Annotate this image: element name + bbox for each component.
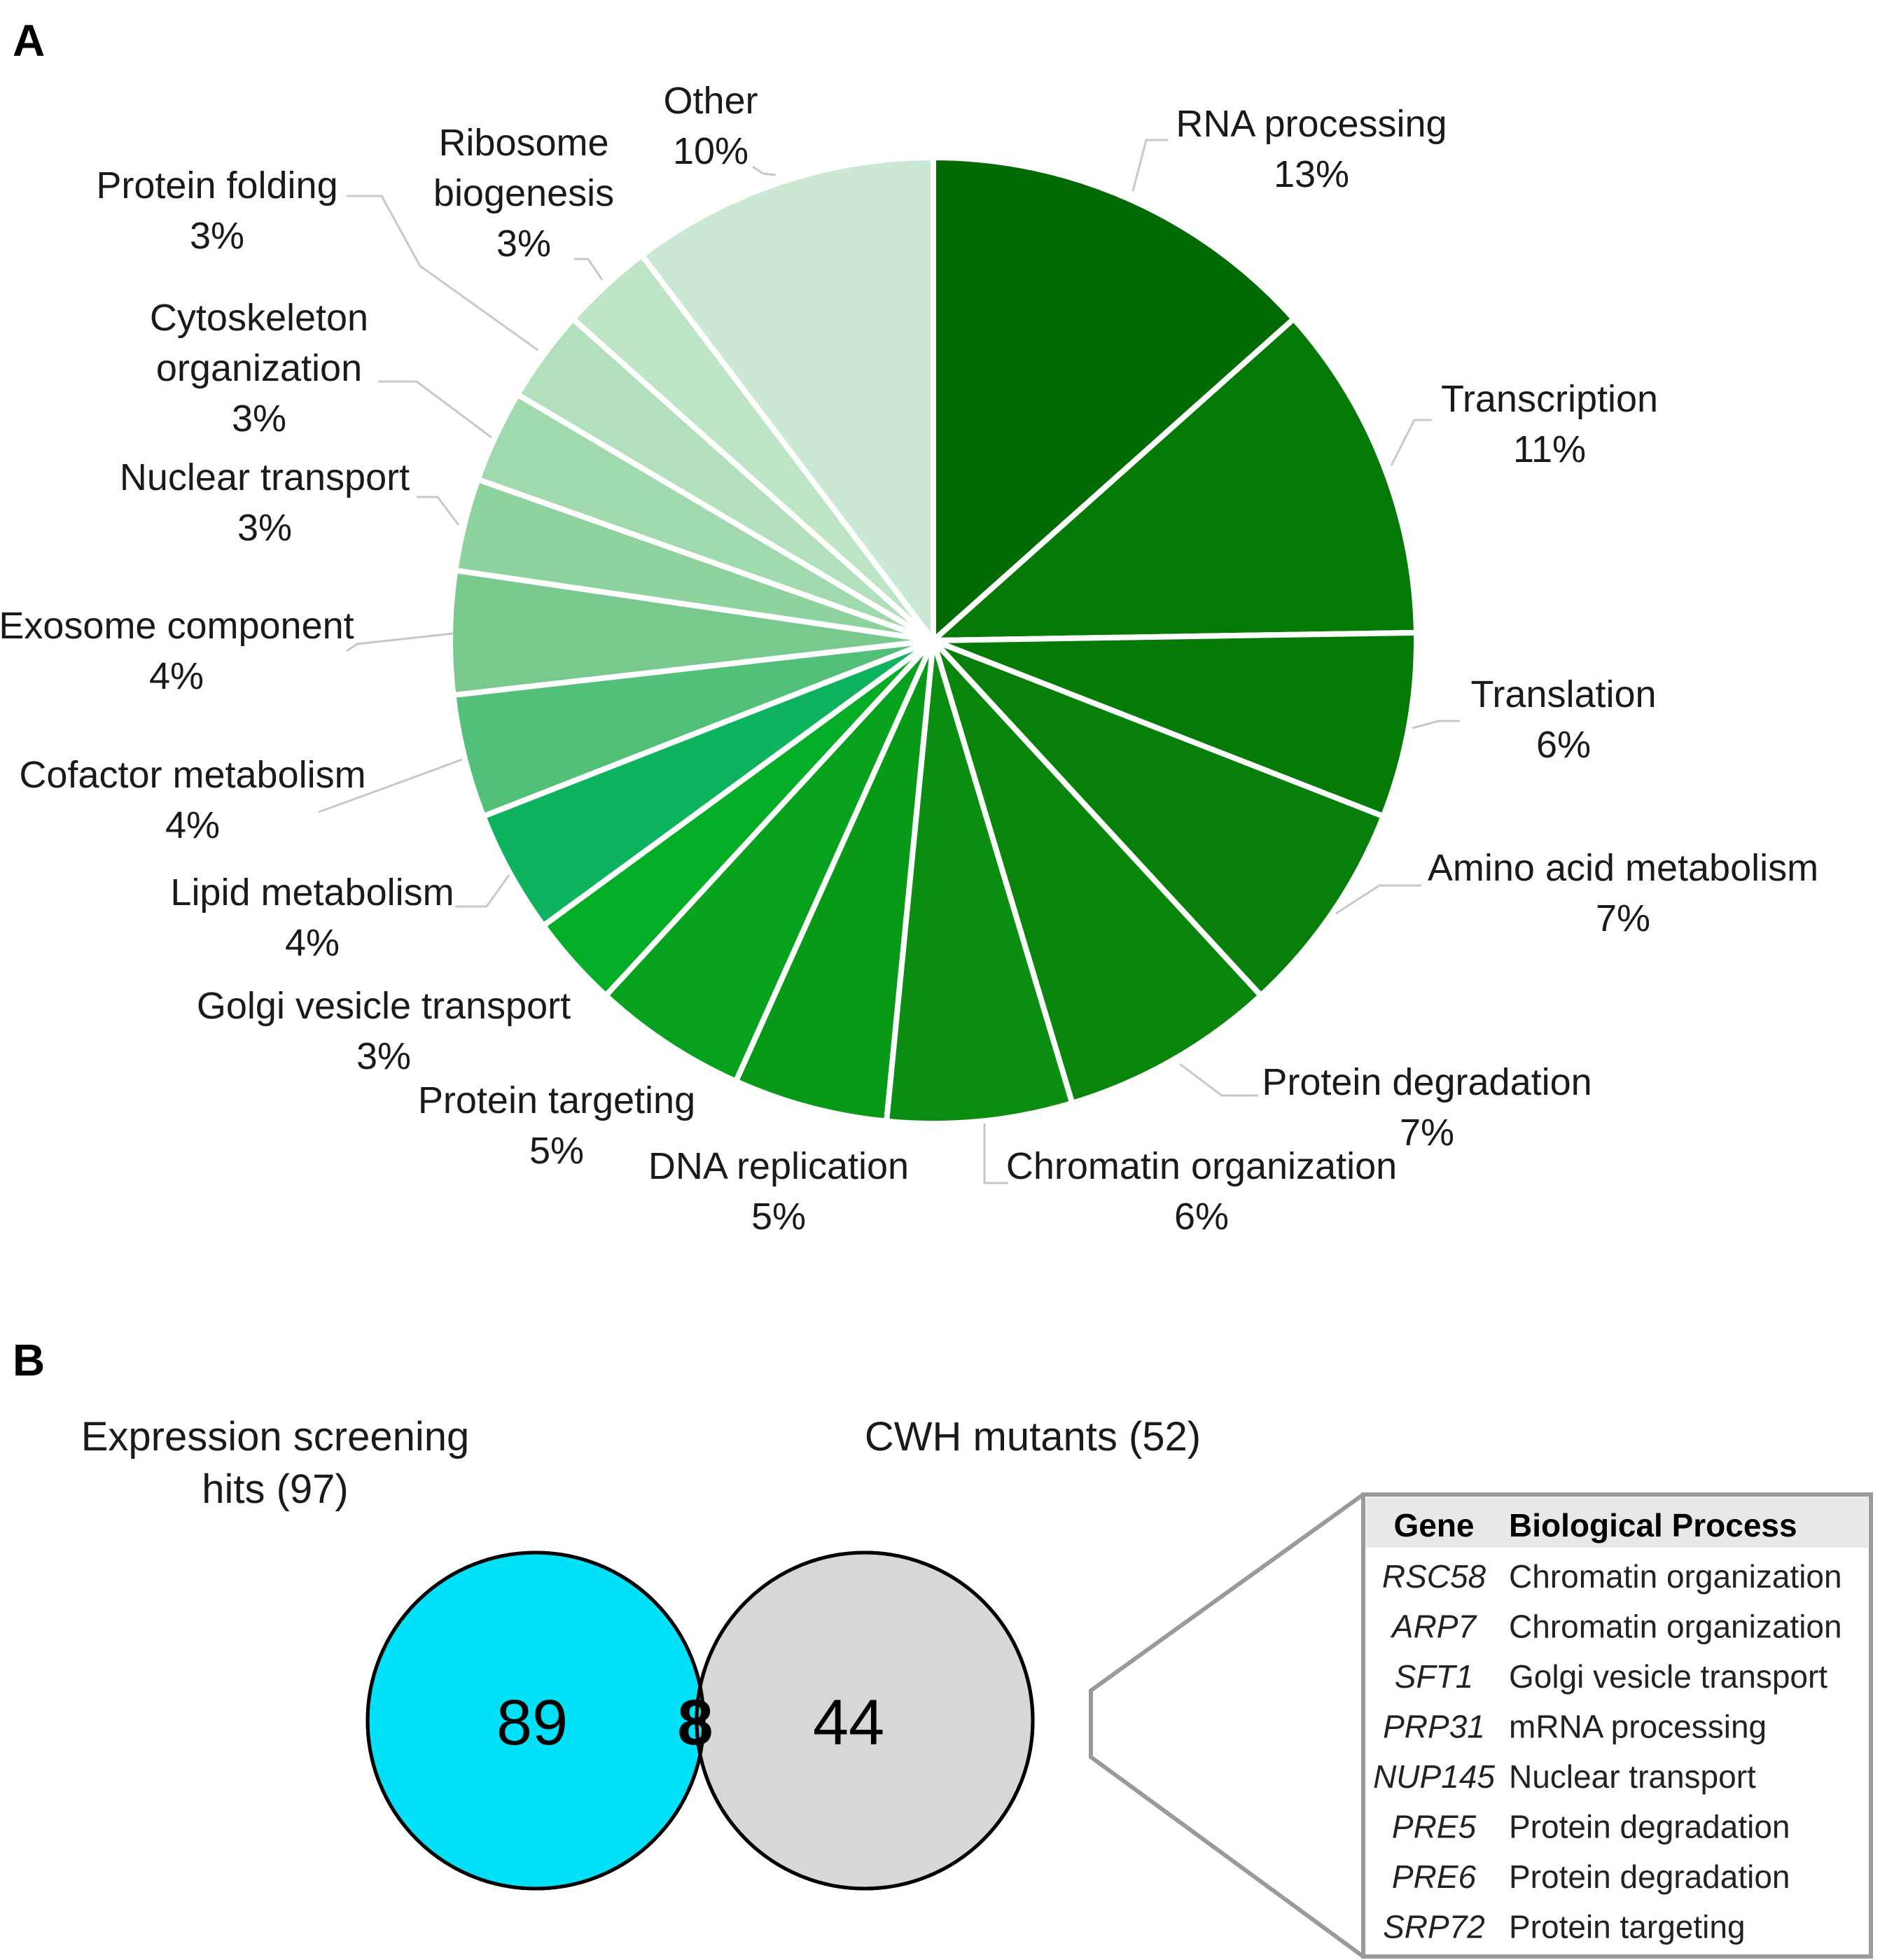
pie-slice-amino-acid-metabolism xyxy=(931,638,1386,999)
slice-label-amino-acid-metabolism: Amino acid metabolism xyxy=(1428,847,1818,889)
table-header-background xyxy=(1366,1497,1868,1548)
slice-pct-amino-acid-metabolism: 7% xyxy=(1596,897,1650,939)
slice-pct-lipid-metabolism: 4% xyxy=(285,922,340,964)
table-cell-gene: PRE5 xyxy=(1392,1809,1477,1845)
slice-pct-chromatin-organization: 6% xyxy=(1174,1196,1229,1238)
leader-line-amino-acid-metabolism xyxy=(1335,884,1421,915)
slice-label-lipid-metabolism: Lipid metabolism xyxy=(170,872,454,913)
slice-pct-protein-degradation: 7% xyxy=(1400,1112,1454,1154)
leader-line-transcription xyxy=(1390,419,1432,466)
table-cell-gene: SRP72 xyxy=(1383,1909,1485,1945)
leader-line-nuclear-transport xyxy=(417,496,460,526)
leader-line-rna-processing xyxy=(1131,139,1168,192)
slice-pct-protein-targeting: 5% xyxy=(529,1130,584,1172)
leader-line-cytoskeleton-organization xyxy=(378,380,492,439)
panel-b-label: B xyxy=(13,1335,45,1385)
slice-pct-cofactor-metabolism: 4% xyxy=(165,804,220,846)
slice-pct-exosome-component: 4% xyxy=(149,655,204,697)
table-header-process: Biological Process xyxy=(1509,1507,1797,1544)
slice-label-protein-degradation: Protein degradation xyxy=(1262,1061,1592,1103)
slice-pct-nuclear-transport: 3% xyxy=(237,507,292,549)
slice-pct-transcription: 11% xyxy=(1513,428,1586,470)
pie-slice-transcription xyxy=(931,316,1419,643)
pie-chart xyxy=(447,155,1419,1126)
pie-slice-protein-targeting xyxy=(603,638,936,1084)
slice-label-nuclear-transport: Nuclear transport xyxy=(120,456,410,498)
leader-line-other xyxy=(752,165,777,176)
venn-count-cwh-only: 44 xyxy=(813,1687,884,1758)
leader-line-ribosome-biogenesis xyxy=(574,258,604,281)
slice-label-protein-targeting: Protein targeting xyxy=(418,1079,695,1121)
table-cell-gene: PRE6 xyxy=(1392,1858,1477,1895)
slice-pct-cytoskeleton-organization: 3% xyxy=(232,398,286,440)
leader-line-cofactor-metabolism xyxy=(318,758,463,813)
table-cell-process: Chromatin organization xyxy=(1509,1558,1842,1595)
slice-label-cofactor-metabolism: Cofactor metabolism xyxy=(19,754,365,796)
table-cell-gene: RSC58 xyxy=(1382,1558,1486,1595)
table-cell-gene: SFT1 xyxy=(1395,1658,1473,1695)
table-cell-process: Protein degradation xyxy=(1509,1809,1790,1845)
slice-label-exosome-component: Exosome component xyxy=(0,605,354,647)
table-cell-process: mRNA processing xyxy=(1509,1709,1767,1745)
panel-a-label: A xyxy=(13,15,45,66)
venn-title-expression-hits: hits (97) xyxy=(202,1466,349,1512)
venn-title-cwh-mutants: CWH mutants (52) xyxy=(865,1414,1201,1460)
table-cell-process: Nuclear transport xyxy=(1509,1758,1756,1795)
leader-line-translation xyxy=(1412,720,1460,729)
venn-count-expression-only: 89 xyxy=(496,1687,568,1758)
slice-pct-protein-folding: 3% xyxy=(190,215,244,257)
table-cell-process: Golgi vesicle transport xyxy=(1509,1658,1827,1695)
slice-label-chromatin-organization: Chromatin organization xyxy=(1006,1145,1397,1187)
pie-slice-translation xyxy=(931,629,1419,820)
slice-label-translation: Translation xyxy=(1470,673,1656,715)
leader-line-chromatin-organization xyxy=(983,1124,1008,1184)
slice-pct-rna-processing: 13% xyxy=(1274,153,1349,195)
slice-label-dna-replication: DNA replication xyxy=(648,1145,909,1187)
table-cell-process: Protein degradation xyxy=(1509,1858,1790,1895)
leader-line-lipid-metabolism xyxy=(455,874,510,908)
slice-label-golgi-vesicle-transport: Golgi vesicle transport xyxy=(197,985,571,1027)
slice-pct-dna-replication: 5% xyxy=(751,1196,806,1238)
slice-label-ribosome-biogenesis: biogenesis xyxy=(433,172,614,214)
slice-pct-translation: 6% xyxy=(1536,724,1591,766)
table-frame xyxy=(1361,1492,1873,1959)
leader-line-exosome-component xyxy=(346,632,454,652)
slice-pct-other: 10% xyxy=(673,130,748,172)
leader-line-protein-folding xyxy=(347,195,538,351)
slice-pct-ribosome-biogenesis: 3% xyxy=(496,223,551,265)
table-cell-gene: NUP145 xyxy=(1373,1758,1495,1795)
slice-label-other: Other xyxy=(663,80,758,122)
slice-label-ribosome-biogenesis: Ribosome xyxy=(438,122,608,164)
pie-slice-protein-degradation xyxy=(931,638,1264,1106)
slice-label-transcription: Transcription xyxy=(1441,378,1658,420)
slice-label-cytoskeleton-organization: organization xyxy=(156,347,362,389)
venn-diagram: Expression screening hits (97) CWH mutants… xyxy=(81,1414,1201,1891)
pie-slice-rna-processing xyxy=(931,155,1297,643)
pie-slice-dna-replication xyxy=(732,638,936,1124)
pie-labels: RNA processing 13% Transcription 11% Transla… xyxy=(0,80,1818,1238)
pie-slice-chromatin-organization xyxy=(884,638,1075,1126)
table-cell-gene: ARP7 xyxy=(1390,1609,1477,1645)
table-cell-process: Chromatin organization xyxy=(1509,1609,1842,1645)
venn-count-intersection: 8 xyxy=(677,1687,713,1758)
venn-title-expression-hits: Expression screening xyxy=(81,1414,470,1460)
table-callout xyxy=(1089,1492,1365,1959)
pie-slice-other xyxy=(639,155,936,643)
slice-label-cytoskeleton-organization: Cytoskeleton xyxy=(150,297,368,339)
slice-pct-golgi-vesicle-transport: 3% xyxy=(356,1035,411,1077)
slice-label-protein-folding: Protein folding xyxy=(96,164,337,206)
table-cell-process: Protein targeting xyxy=(1509,1909,1746,1945)
leader-line-protein-degradation xyxy=(1179,1063,1258,1097)
slice-label-rna-processing: RNA processing xyxy=(1176,103,1447,145)
table-header-gene: Gene xyxy=(1393,1507,1474,1544)
table-cell-gene: PRP31 xyxy=(1383,1709,1485,1745)
